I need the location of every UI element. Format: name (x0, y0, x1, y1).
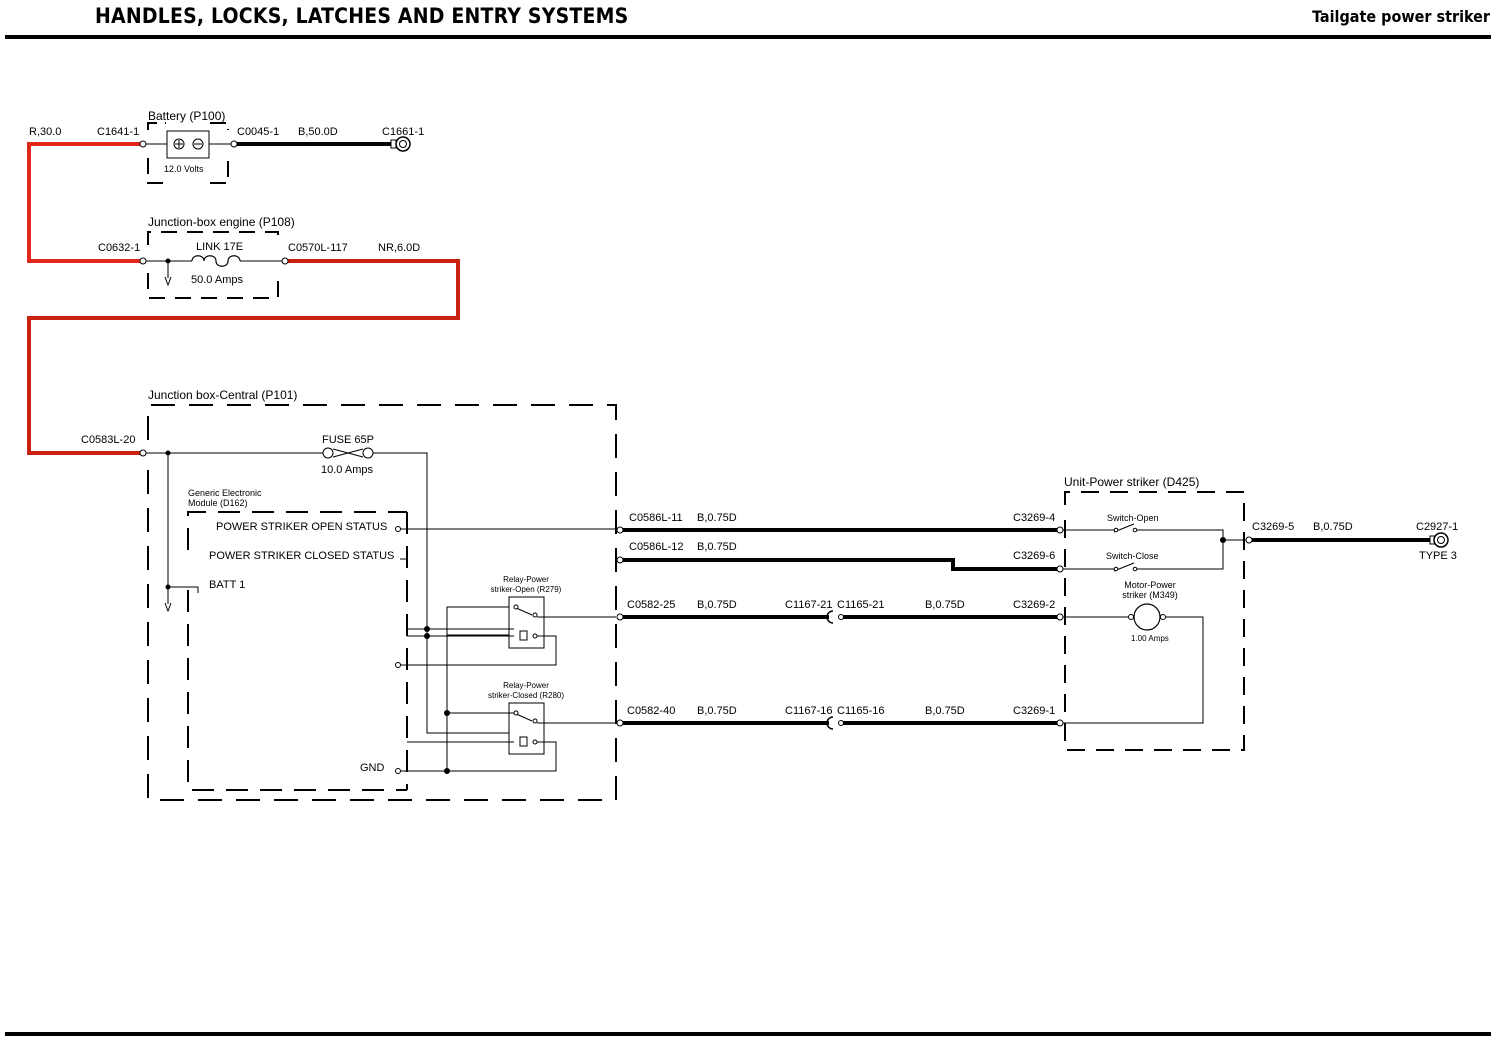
connector-type3: TYPE 3 (1419, 550, 1457, 562)
wire-label-b075: B,0.75D (697, 512, 737, 524)
connector-c1641: C1641-1 (97, 126, 139, 138)
gem-component: Generic Electronic Module (D162) POWER S… (187, 488, 616, 791)
jb-engine-rating: 50.0 Amps (191, 274, 243, 286)
relay-open-title-1: Relay-Power (503, 575, 549, 584)
battery-minus-icon (192, 138, 204, 150)
connector-c1167-21: C1167-21 (785, 599, 833, 611)
connector-c0583: C0583L-20 (81, 434, 135, 446)
wire-label-b075: B,0.75D (697, 599, 737, 611)
connector-c3269-2: C3269-2 (1013, 599, 1055, 611)
striker-unit-component: Unit-Power striker (D425) Switch-Open Sw… (1063, 475, 1246, 751)
switch-open-label: Switch-Open (1107, 513, 1159, 523)
relay-open-title-2: striker-Open (R279) (491, 585, 562, 594)
motor-title-1: Motor-Power (1124, 580, 1176, 590)
relay-coil-icon (519, 736, 528, 747)
relay-closed-title-1: Relay-Power (503, 681, 549, 690)
harness-connectors (616, 526, 1253, 730)
battery-component: Battery (P100) 12.0 Volts (139, 109, 238, 184)
wire-label-nr60: NR,6.0D (378, 242, 420, 254)
connector-icon (139, 449, 147, 457)
relay-coil-icon (519, 630, 528, 641)
ground-arrow-icon (164, 602, 172, 613)
harness-wires (623, 528, 1432, 725)
header-rule (5, 35, 1491, 39)
wire-label-r300: R,30.0 (29, 126, 61, 138)
connector-icon (139, 140, 147, 148)
fuse-icon (322, 447, 374, 459)
jb-central-title: Junction box-Central (P101) (148, 388, 297, 402)
jb-engine-link: LINK 17E (196, 241, 243, 253)
connector-c0632: C0632-1 (98, 242, 140, 254)
connector-c3269-4: C3269-4 (1013, 512, 1055, 524)
motor-rating: 1.00 Amps (1131, 634, 1169, 643)
wire-label-b075: B,0.75D (697, 705, 737, 717)
gem-pin-gnd: GND (360, 762, 385, 774)
connector-c1661: C1661-1 (382, 126, 424, 138)
connector-c0045: C0045-1 (237, 126, 279, 138)
power-feed-wire (27, 142, 460, 455)
connector-c2927: C2927-1 (1416, 521, 1458, 533)
footer-rule (5, 1032, 1491, 1036)
wire-label-b075: B,0.75D (697, 541, 737, 553)
page-title: HANDLES, LOCKS, LATCHES AND ENTRY SYSTEM… (95, 4, 629, 28)
connector-icon (139, 257, 147, 265)
inline-connector-icon (826, 716, 834, 730)
page-header: HANDLES, LOCKS, LATCHES AND ENTRY SYSTEM… (0, 0, 1512, 40)
battery-title: Battery (P100) (148, 109, 225, 123)
wire-label-b075: B,0.75D (925, 599, 965, 611)
switch-close-label: Switch-Close (1106, 551, 1159, 561)
ground-eyelet-icon (390, 136, 411, 152)
connector-c1167-16: C1167-16 (785, 705, 833, 717)
connector-c0582-40: C0582-40 (627, 705, 675, 717)
battery-rating: 12.0 Volts (164, 164, 204, 174)
gem-pin-batt: BATT 1 (209, 579, 245, 591)
connector-c0586-11: C0586L-11 (629, 512, 683, 524)
page-subtitle: Tailgate power striker (1312, 7, 1490, 26)
wire-label-b500: B,50.0D (298, 126, 338, 138)
connector-c3269-1: C3269-1 (1013, 705, 1055, 717)
connector-c3269-5: C3269-5 (1252, 521, 1294, 533)
inline-connector-icon (826, 610, 834, 624)
connector-c0586-12: C0586L-12 (629, 541, 683, 553)
striker-unit-title: Unit-Power striker (D425) (1064, 475, 1199, 489)
jb-engine-component: Junction-box engine (P108) LINK 17E 50.0… (139, 215, 295, 299)
ground-eyelet-icon (1429, 532, 1449, 548)
jb-engine-title: Junction-box engine (P108) (148, 215, 295, 229)
relay-closed-component: Relay-Power striker-Closed (R280) (407, 607, 616, 774)
connector-icon (230, 140, 238, 148)
connector-c3269-6: C3269-6 (1013, 550, 1055, 562)
connector-c1165-21: C1165-21 (837, 599, 885, 611)
gem-pin-closed-status: POWER STRIKER CLOSED STATUS (209, 550, 394, 562)
battery-plus-icon (173, 138, 185, 150)
fuse-label: FUSE 65P (322, 434, 374, 446)
wire-label-b075: B,0.75D (1313, 521, 1353, 533)
wire-label-b075: B,0.75D (925, 705, 965, 717)
connector-icon (281, 257, 289, 265)
gem-pin-open-status: POWER STRIKER OPEN STATUS (216, 521, 387, 533)
gem-title-1: Generic Electronic (188, 488, 262, 498)
relay-closed-title-2: striker-Closed (R280) (488, 691, 564, 700)
fuse-rating: 10.0 Amps (321, 464, 373, 476)
fusible-link-icon (191, 255, 241, 267)
gem-title-2: Module (D162) (188, 498, 248, 508)
relay-open-component: Relay-Power striker-Open (R279) (401, 575, 616, 666)
jb-central-component: Junction box-Central (P101) FUSE 65P 10.… (139, 388, 617, 801)
ground-arrow-icon (164, 276, 172, 287)
connector-c0570: C0570L-117 (288, 242, 348, 254)
connector-c1165-16: C1165-16 (837, 705, 885, 717)
connector-c0582-25: C0582-25 (627, 599, 675, 611)
motor-title-2: striker (M349) (1122, 590, 1178, 600)
motor-icon (1133, 603, 1161, 631)
